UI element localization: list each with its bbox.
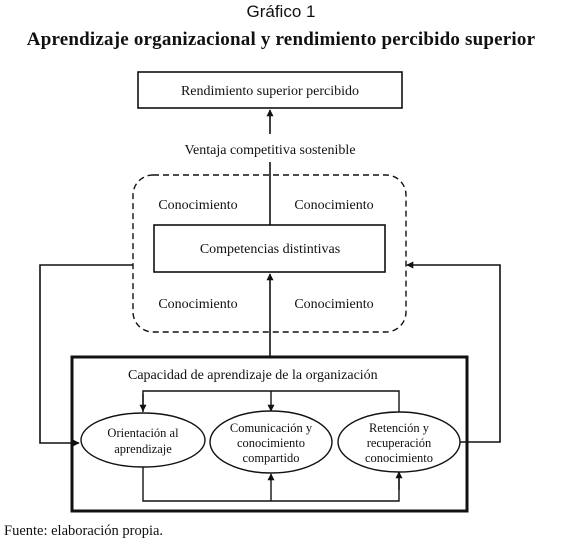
source-note: Fuente: elaboración propia. bbox=[4, 523, 164, 539]
capacity-title: Capacidad de aprendizaje de la organizac… bbox=[128, 368, 378, 383]
ellipse-learning-orientation bbox=[80, 412, 206, 468]
center-box bbox=[153, 224, 386, 273]
ellipse-communication bbox=[209, 410, 333, 474]
knowledge-label-top-left: Conocimiento bbox=[158, 198, 237, 213]
knowledge-label-top-right: Conocimiento bbox=[294, 198, 373, 213]
top-box bbox=[137, 71, 403, 109]
knowledge-label-bottom-left: Conocimiento bbox=[158, 297, 237, 312]
advantage-label: Ventaja competitiva sostenible bbox=[184, 143, 355, 158]
ellipse-2-line-3: compartido bbox=[243, 451, 300, 465]
top-box-label: Rendimiento superior percibido bbox=[181, 84, 359, 99]
ellipse-3-line-3: conocimiento bbox=[365, 451, 433, 465]
capacity-box bbox=[70, 355, 469, 513]
figure-label: Gráfico 1 bbox=[246, 2, 316, 21]
right-feedback-loop bbox=[406, 261, 501, 443]
knowledge-label-bottom-right: Conocimiento bbox=[294, 297, 373, 312]
ellipse-2-line-2: conocimiento bbox=[237, 436, 305, 450]
ellipse-1-line-1: Orientación al bbox=[107, 426, 179, 440]
ellipse-2-line-1: Comunicación y bbox=[230, 421, 313, 435]
left-feedback-loop bbox=[39, 264, 133, 447]
ellipse-3-line-2: recuperación bbox=[367, 436, 432, 450]
figure-title: Aprendizaje organizacional y rendimiento… bbox=[26, 29, 536, 50]
center-box-label: Competencias distintivas bbox=[200, 242, 340, 257]
ellipse-1-line-2: aprendizaje bbox=[114, 442, 172, 456]
knowledge-region bbox=[132, 174, 407, 333]
ellipse-3-line-1: Retención y bbox=[369, 421, 430, 435]
